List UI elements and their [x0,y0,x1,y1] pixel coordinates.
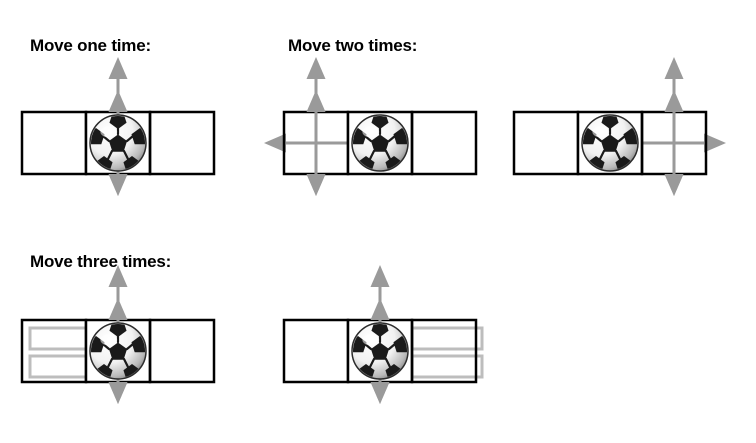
loop-back-rect-group [410,326,484,379]
section-heading-move-two-times: Move two times: [288,36,418,55]
grid-cell-2[interactable] [148,318,216,384]
soccer-ball-icon [351,322,409,380]
section-heading-move-three-times: Move three times: [30,252,172,271]
diagram-two-moves-left [224,52,536,234]
arrow-up-icon [306,90,326,143]
diagram-three-moves-right [224,260,536,442]
grid-cell-2[interactable] [410,318,478,384]
section-heading-move-one-time: Move one time: [30,36,151,55]
loop-back-rect-icon [410,326,484,351]
arrow-right-icon [642,133,726,153]
soccer-ball-icon [89,322,147,380]
arrow-down-icon [306,143,326,196]
diagram-two-moves-right [454,52,756,234]
soccer-ball-icon [581,114,639,172]
grid-cell-0[interactable] [512,110,580,176]
arrow-left-icon [264,133,348,153]
arrow-down-icon [664,143,684,196]
grid-cell-0[interactable] [282,318,350,384]
soccer-ball-icon [351,114,409,172]
diagram-three-moves-left [0,260,274,442]
loop-back-rect-icon [410,354,484,379]
grid-cell-2[interactable] [148,110,216,176]
grid-cell-0[interactable] [20,110,88,176]
arrow-up-icon [664,90,684,143]
soccer-ball-icon [89,114,147,172]
diagram-one-move-vertical [0,52,274,234]
grid-cell-2[interactable] [410,110,478,176]
